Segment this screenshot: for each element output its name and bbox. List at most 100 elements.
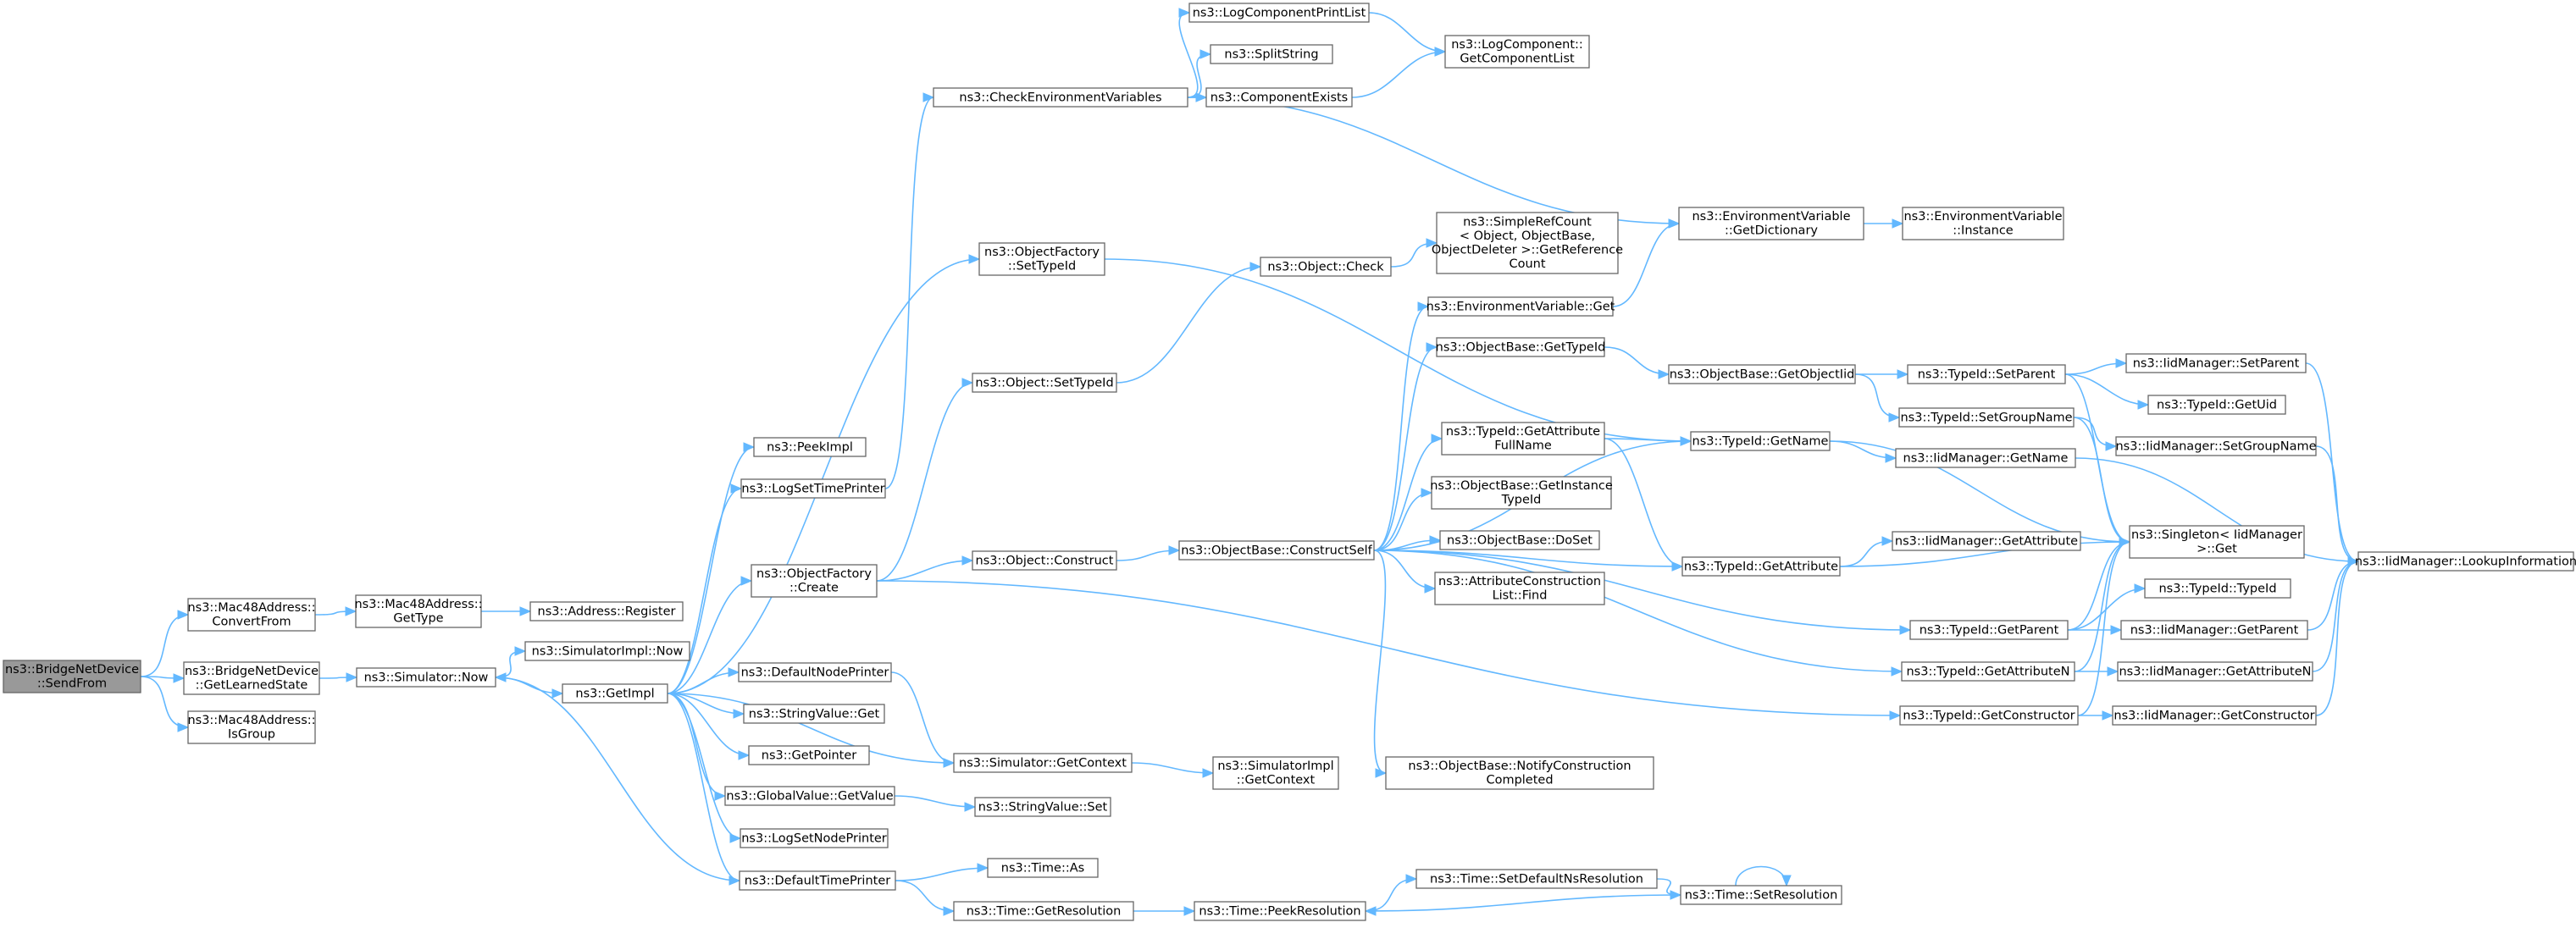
- node-label-line: ns3::SplitString: [1224, 47, 1318, 61]
- node-label-line: ns3::IidManager::GetConstructor: [2113, 709, 2314, 722]
- edge-typeid_getattribute-to-iid_getattribute-arrowhead: [1881, 536, 1894, 546]
- node-typeid-getname[interactable]: ns3::TypeId::GetName: [1690, 431, 1831, 451]
- node-label-line: ns3::Mac48Address::: [187, 601, 315, 615]
- node-envvar-get[interactable]: ns3::EnvironmentVariable::Get: [1426, 296, 1615, 317]
- node-simimpl-getcontext[interactable]: ns3::SimulatorImpl::GetContext: [1212, 756, 1339, 790]
- node-time-as[interactable]: ns3::Time::As: [987, 858, 1099, 878]
- node-typeid-typeid[interactable]: ns3::TypeId::TypeId: [2144, 578, 2291, 599]
- node-box: [1678, 207, 1864, 240]
- node-label-line: ns3::Singleton< IidManager: [2131, 528, 2302, 542]
- node-getimpl[interactable]: ns3::GetImpl: [562, 683, 668, 704]
- node-mac-isgroup[interactable]: ns3::Mac48Address::IsGroup: [187, 710, 316, 744]
- edge-time_peekres-to-time_setdefns-arrowhead: [1405, 874, 1418, 884]
- node-typeid-getconstructor[interactable]: ns3::TypeId::GetConstructor: [1899, 705, 2079, 726]
- node-label-line: ns3::BridgeNetDevice: [185, 665, 319, 678]
- edge-sim_getcontext-to-simimpl_getcontext-arrowhead: [1202, 768, 1215, 778]
- node-checkenv[interactable]: ns3::CheckEnvironmentVariables: [933, 87, 1188, 108]
- node-box: [2115, 436, 2317, 456]
- node-box: [1385, 756, 1654, 790]
- edge-root-to-mac_convert-arrowhead: [177, 610, 190, 620]
- node-objbase-gettypeid[interactable]: ns3::ObjectBase::GetTypeId: [1436, 337, 1606, 357]
- node-typeid-getparent[interactable]: ns3::TypeId::GetParent: [1909, 620, 2069, 640]
- node-objfactory-settypeid[interactable]: ns3::ObjectFactory::SetTypeId: [978, 242, 1105, 276]
- edge-deftimeprinter-to-sim_now-arrowhead: [494, 672, 507, 682]
- node-iid-getparent[interactable]: ns3::IidManager::GetParent: [2120, 620, 2308, 640]
- node-objbase-doset[interactable]: ns3::ObjectBase::DoSet: [1439, 530, 1600, 550]
- node-typeid-setparent[interactable]: ns3::TypeId::SetParent: [1907, 364, 2066, 384]
- node-bridge-learned[interactable]: ns3::BridgeNetDevice::GetLearnedState: [183, 661, 320, 695]
- node-addr-register[interactable]: ns3::Address::Register: [529, 601, 684, 621]
- node-stringvalue-set[interactable]: ns3::StringValue::Set: [974, 797, 1111, 817]
- node-iid-getattributen[interactable]: ns3::IidManager::GetAttributeN: [2117, 661, 2313, 682]
- node-time-setres[interactable]: ns3::Time::SetResolution: [1680, 885, 1842, 905]
- node-logsettime[interactable]: ns3::LogSetTimePrinter: [740, 478, 886, 499]
- node-objfactory-create[interactable]: ns3::ObjectFactory::Create: [751, 564, 878, 598]
- edge-object_settypeid-to-object_check-arrowhead: [1249, 262, 1262, 272]
- node-objbase-getobjectiid[interactable]: ns3::ObjectBase::GetObjectIid: [1668, 364, 1856, 384]
- node-label-line: ns3::IidManager::GetParent: [2130, 623, 2299, 637]
- node-logcomp-getlist[interactable]: ns3::LogComponent::GetComponentList: [1444, 35, 1590, 69]
- node-label-line: ::SetTypeId: [1008, 260, 1076, 273]
- node-label-line: ns3::ObjectBase::NotifyConstruction: [1408, 760, 1631, 773]
- node-typeid-getuid[interactable]: ns3::TypeId::GetUid: [2147, 395, 2286, 415]
- edge-objbase_constructself-to-envvar_get: [1373, 306, 1429, 551]
- node-label-line: ns3::TypeId::GetAttribute: [1446, 425, 1600, 439]
- node-logsetnode[interactable]: ns3::LogSetNodePrinter: [740, 828, 889, 848]
- node-stringvalue-get[interactable]: ns3::StringValue::Get: [743, 704, 885, 724]
- node-box: [1427, 296, 1614, 317]
- node-sim-getcontext[interactable]: ns3::Simulator::GetContext: [953, 753, 1133, 773]
- node-box: [1444, 35, 1590, 69]
- node-box: [2144, 578, 2291, 599]
- node-envvar-getdict[interactable]: ns3::EnvironmentVariable::GetDictionary: [1678, 207, 1864, 240]
- node-object-check[interactable]: ns3::Object::Check: [1260, 257, 1392, 277]
- node-typeid-setgroupname[interactable]: ns3::TypeId::SetGroupName: [1898, 407, 2075, 428]
- edge-root-to-mac_convert: [140, 614, 189, 677]
- node-simplerefcount[interactable]: ns3::SimpleRefCount< Object, ObjectBase,…: [1432, 212, 1623, 274]
- edge-objbase_gettypeid-to-objbase_getobjectiid-arrowhead: [1658, 369, 1670, 379]
- node-label-line: ::Instance: [1953, 224, 2014, 238]
- node-label-line: ns3::TypeId::GetConstructor: [1903, 709, 2075, 722]
- node-deftimeprinter[interactable]: ns3::DefaultTimePrinter: [739, 870, 896, 891]
- node-globalvalue-get[interactable]: ns3::GlobalValue::GetValue: [724, 786, 895, 806]
- node-objbase-constructself[interactable]: ns3::ObjectBase::ConstructSelf: [1178, 540, 1375, 561]
- node-time-peekres[interactable]: ns3::Time::PeekResolution: [1194, 901, 1366, 921]
- edge-mac_gettype-to-addr_register-arrowhead: [519, 606, 532, 616]
- node-mac-gettype[interactable]: ns3::Mac48Address::GetType: [354, 594, 483, 628]
- node-iid-lookup[interactable]: ns3::IidManager::LookupInformation: [2355, 551, 2576, 572]
- node-mac-convert[interactable]: ns3::Mac48Address::ConvertFrom: [187, 598, 316, 632]
- node-label-line: ns3::LogComponentPrintList: [1193, 6, 1366, 19]
- node-iid-getname[interactable]: ns3::IidManager::GetName: [1895, 448, 2076, 468]
- node-root[interactable]: ns3::BridgeNetDevice::SendFrom: [3, 660, 141, 693]
- edge-objbase_constructself-to-attrconstruct_find-arrowhead: [1424, 583, 1437, 594]
- node-label-line: ns3::TypeId::GetName: [1692, 434, 1829, 448]
- node-iid-getconstructor[interactable]: ns3::IidManager::GetConstructor: [2112, 705, 2317, 726]
- node-defnodeprinter[interactable]: ns3::DefaultNodePrinter: [738, 662, 892, 682]
- node-singleton-get[interactable]: ns3::Singleton< IidManager>::Get: [2129, 525, 2305, 559]
- edge-getimpl-to-objfactory_create: [667, 580, 752, 694]
- node-compexists[interactable]: ns3::ComponentExists: [1205, 87, 1353, 108]
- node-objbase-notify[interactable]: ns3::ObjectBase::NotifyConstructionCompl…: [1385, 756, 1654, 790]
- node-peekimpl[interactable]: ns3::PeekImpl: [753, 437, 867, 457]
- node-iid-setparent[interactable]: ns3::IidManager::SetParent: [2125, 353, 2307, 373]
- node-iid-getattribute[interactable]: ns3::IidManager::GetAttribute: [1892, 531, 2081, 551]
- edge-objbase_constructself-to-attrconstruct_find: [1373, 550, 1436, 589]
- node-simimpl-now[interactable]: ns3::SimulatorImpl::Now: [524, 641, 690, 661]
- node-box: [1681, 556, 1841, 577]
- node-logcompprint[interactable]: ns3::LogComponentPrintList: [1188, 3, 1370, 23]
- edge-getimpl-to-getpointer-arrowhead: [738, 750, 751, 760]
- node-object-settypeid[interactable]: ns3::Object::SetTypeId: [972, 373, 1117, 393]
- node-time-getres[interactable]: ns3::Time::GetResolution: [953, 901, 1134, 921]
- node-object-construct[interactable]: ns3::Object::Construct: [972, 550, 1117, 571]
- node-typeid-getattributen[interactable]: ns3::TypeId::GetAttributeN: [1901, 661, 2075, 682]
- node-iid-setgroupname[interactable]: ns3::IidManager::SetGroupName: [2115, 436, 2317, 456]
- node-time-setdefns[interactable]: ns3::Time::SetDefaultNsResolution: [1415, 869, 1658, 889]
- node-splitstring[interactable]: ns3::SplitString: [1210, 44, 1333, 64]
- node-typeid-getattribute[interactable]: ns3::TypeId::GetAttribute: [1681, 556, 1841, 577]
- edge-logcompprint-to-logcomp_getlist: [1368, 12, 1446, 52]
- node-getpointer[interactable]: ns3::GetPointer: [748, 745, 870, 765]
- node-envvar-instance[interactable]: ns3::EnvironmentVariable::Instance: [1902, 207, 2064, 240]
- node-sim-now[interactable]: ns3::Simulator::Now: [356, 667, 496, 688]
